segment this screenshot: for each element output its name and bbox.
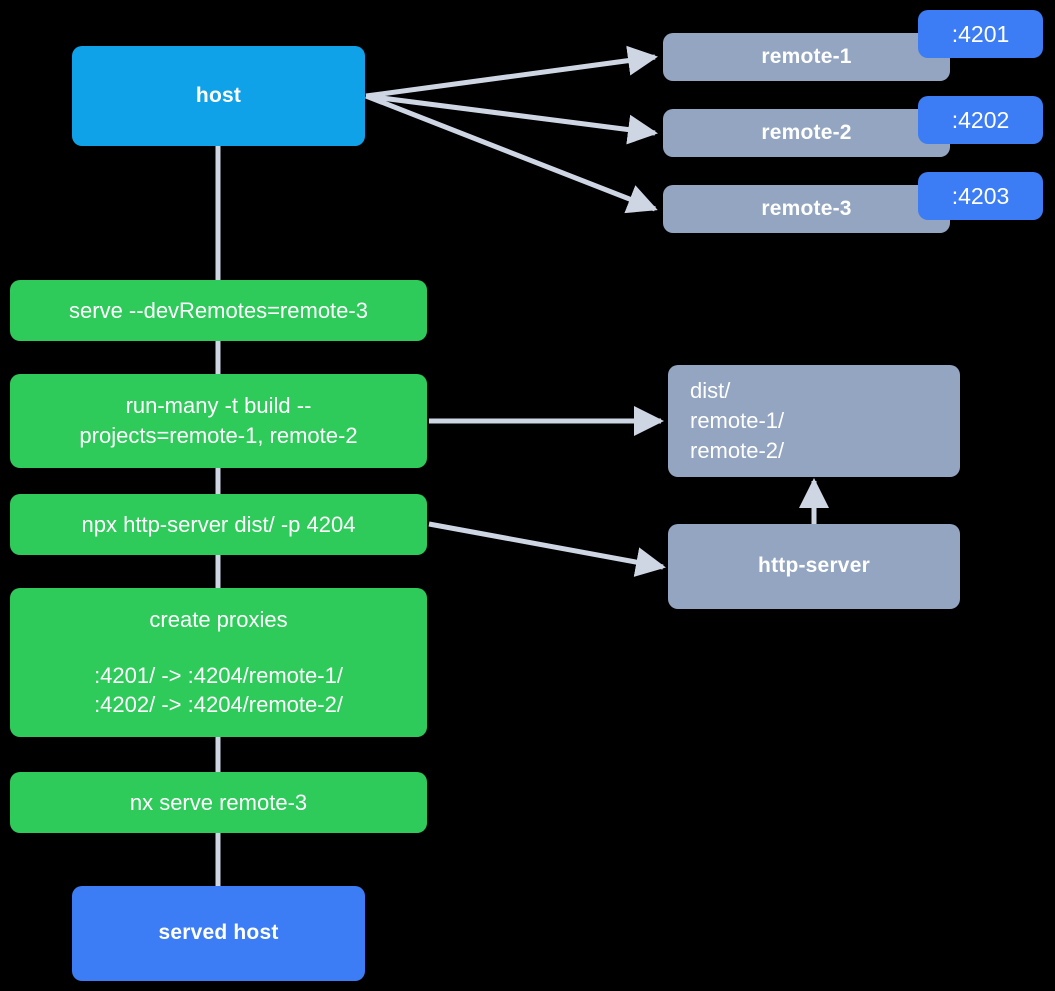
- node-remote-2[interactable]: remote-2: [663, 109, 950, 157]
- node-command-create-proxies[interactable]: create proxies :4201/ -> :4204/remote-1/…: [10, 588, 427, 737]
- node-command-nx-serve-remote-3[interactable]: nx serve remote-3: [10, 772, 427, 833]
- node-remote-2-label: remote-2: [761, 120, 852, 144]
- node-remote-1-label: remote-1: [761, 44, 852, 68]
- node-command-serve-devremotes[interactable]: serve --devRemotes=remote-3: [10, 280, 427, 341]
- node-command-npx-http-server[interactable]: npx http-server dist/ -p 4204: [10, 494, 427, 555]
- node-served-host[interactable]: served host: [72, 886, 365, 981]
- node-command-run-many[interactable]: run-many -t build -- projects=remote-1, …: [10, 374, 427, 468]
- edge-host-to-remote-1: [365, 45, 658, 99]
- port-badge-remote-2-label: :4202: [951, 106, 1010, 133]
- edge-host-to-remote-3: [365, 93, 658, 214]
- edge-host-to-remote-2: [365, 93, 658, 145]
- node-command-create-proxies-title: create proxies: [149, 606, 288, 632]
- node-served-host-label: served host: [158, 921, 279, 945]
- port-badge-remote-1-label: :4201: [951, 20, 1010, 47]
- port-badge-remote-1[interactable]: :4201: [918, 10, 1043, 58]
- node-dist-folder-label: dist/ remote-1/ remote-2/: [690, 378, 785, 463]
- node-remote-1[interactable]: remote-1: [663, 33, 950, 81]
- node-http-server[interactable]: http-server: [668, 524, 960, 609]
- node-command-nx-serve-remote-3-label: nx serve remote-3: [129, 789, 308, 815]
- node-host[interactable]: host: [72, 46, 365, 146]
- node-command-create-proxies-detail: :4201/ -> :4204/remote-1/ :4202/ -> :420…: [94, 662, 343, 718]
- port-badge-remote-2[interactable]: :4202: [918, 96, 1043, 144]
- edge-npx-to-http-server: [428, 521, 666, 577]
- node-dist-folder[interactable]: dist/ remote-1/ remote-2/: [668, 365, 960, 477]
- node-remote-3-label: remote-3: [761, 196, 852, 220]
- node-host-label: host: [195, 83, 242, 107]
- port-badge-remote-3[interactable]: :4203: [918, 172, 1043, 220]
- node-command-npx-http-server-label: npx http-server dist/ -p 4204: [81, 511, 356, 537]
- node-http-server-label: http-server: [758, 554, 870, 578]
- node-command-serve-devremotes-label: serve --devRemotes=remote-3: [69, 297, 368, 323]
- port-badge-remote-3-label: :4203: [951, 182, 1010, 209]
- node-command-run-many-label: run-many -t build -- projects=remote-1, …: [79, 393, 358, 448]
- node-remote-3[interactable]: remote-3: [663, 185, 950, 233]
